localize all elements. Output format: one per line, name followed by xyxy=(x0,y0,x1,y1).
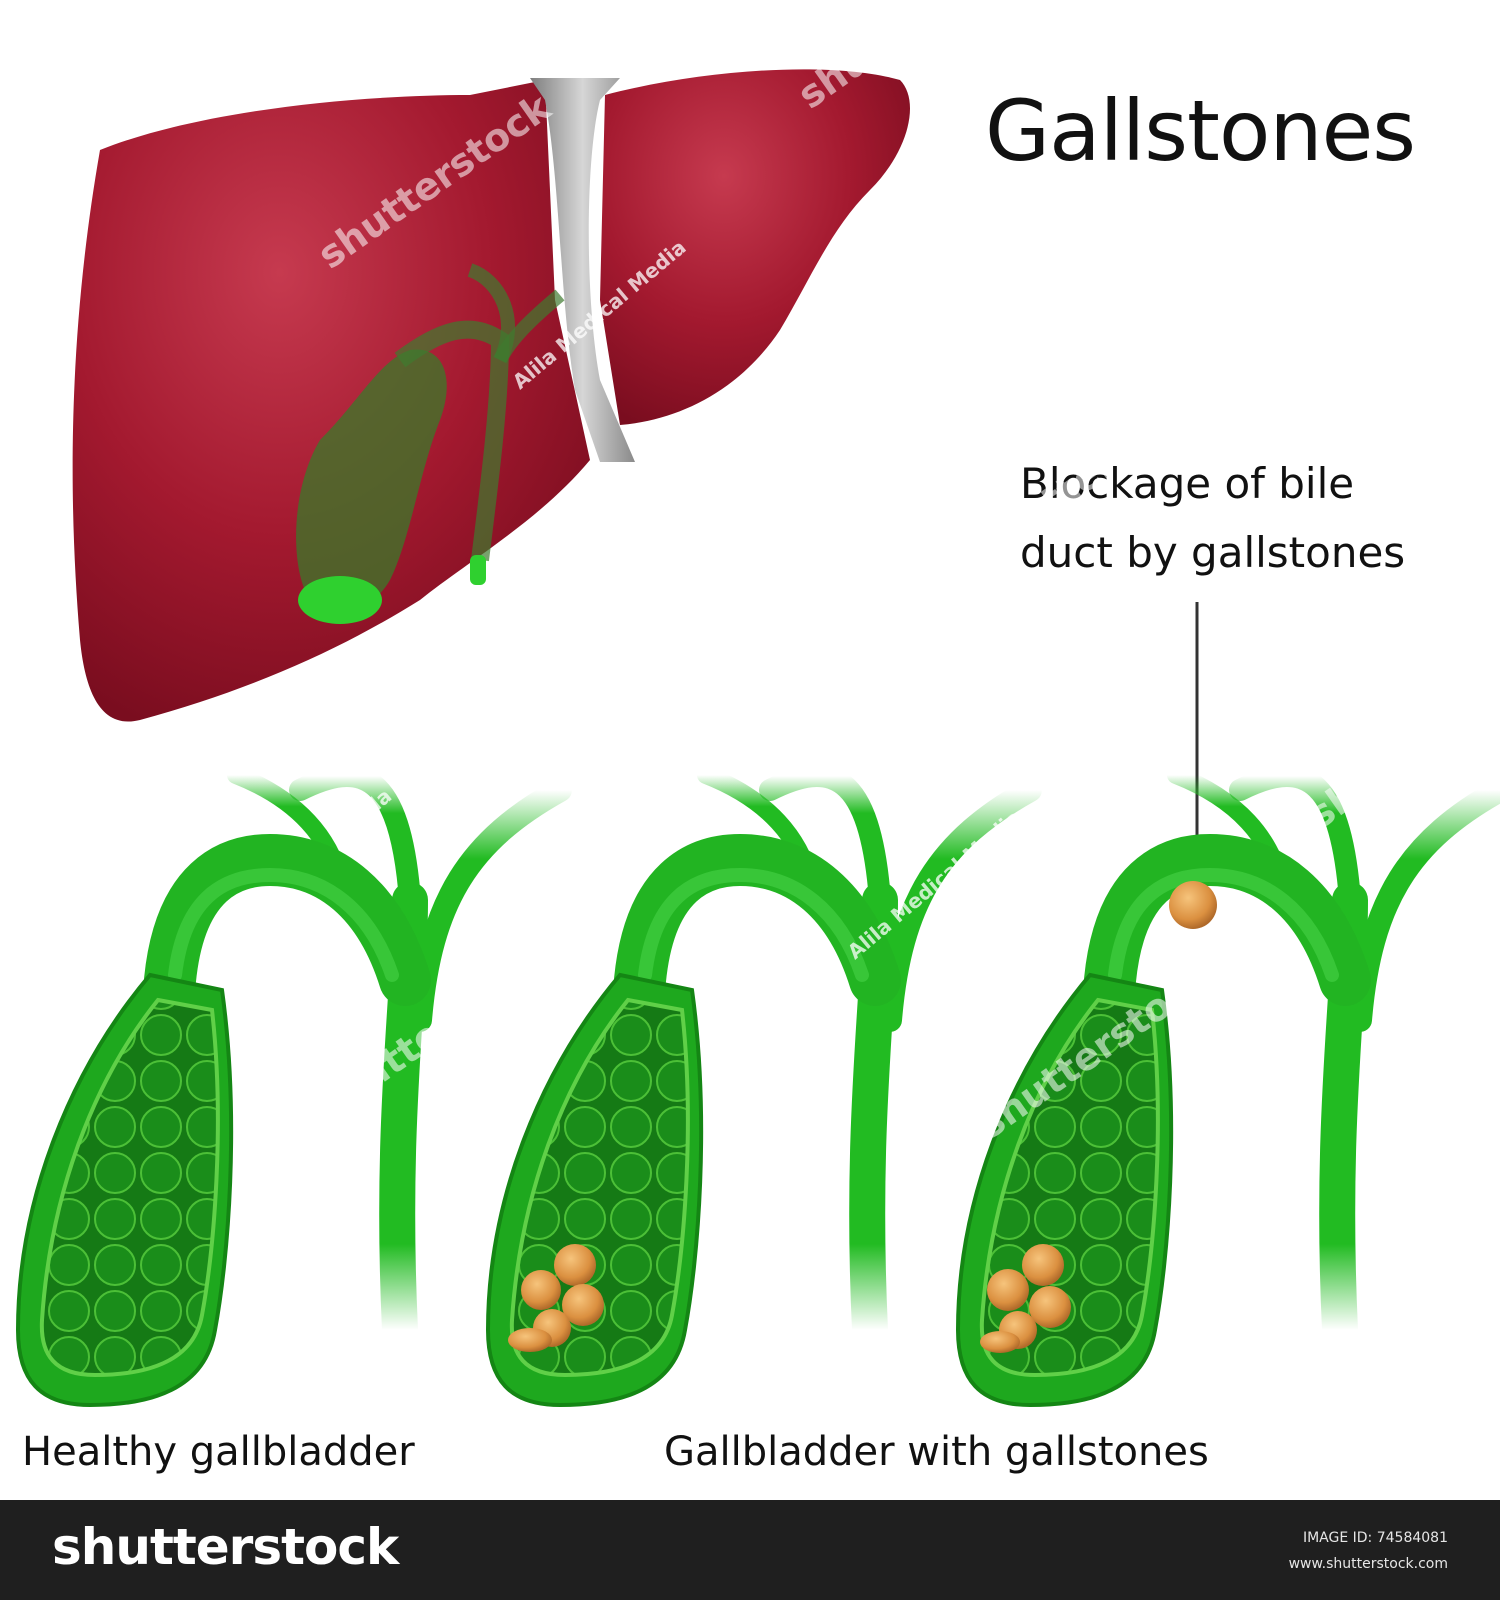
gallstone-icon xyxy=(521,1270,561,1310)
blockage-callout: Blockage of bile duct by gallstones xyxy=(1020,459,1405,868)
gallstone-icon xyxy=(554,1244,596,1286)
healthy-gallbladder-illustration xyxy=(18,775,560,1405)
shutterstock-logo[interactable]: shutterstock xyxy=(52,1518,399,1576)
gallstone-cluster xyxy=(980,1244,1071,1353)
gallbladder-with-blockage-illustration xyxy=(958,775,1500,1405)
liver-illustration xyxy=(72,69,910,722)
gallstone-cluster xyxy=(508,1244,604,1352)
footer-bar: shutterstock IMAGE ID: 74584081 www.shut… xyxy=(0,1500,1500,1600)
diagram-title: Gallstones xyxy=(985,82,1415,180)
gallstone-icon xyxy=(1022,1244,1064,1286)
gallstone-icon xyxy=(987,1269,1029,1311)
credit-watermark: Alila Medical Media xyxy=(343,675,526,834)
gallbladder-with-stones-illustration xyxy=(488,775,1030,1405)
callout-line-2: duct by gallstones xyxy=(1020,528,1405,577)
gallstone-icon xyxy=(562,1284,604,1326)
healthy-gallbladder-label: Healthy gallbladder xyxy=(22,1429,415,1475)
callout-line-1: Blockage of bile xyxy=(1020,459,1354,508)
gallstone-icon xyxy=(980,1331,1020,1353)
site-url-link[interactable]: www.shutterstock.com xyxy=(1288,1556,1448,1572)
gallstone-icon xyxy=(1029,1286,1071,1328)
gallstone-icon xyxy=(508,1328,552,1352)
gallstones-diagram: Gallstones Blockage of bile duct by gall… xyxy=(0,69,1500,1475)
gallbladder-with-gallstones-label: Gallbladder with gallstones xyxy=(664,1429,1209,1475)
image-id-text: IMAGE ID: 74584081 xyxy=(1302,1530,1448,1546)
blocking-gallstone-icon xyxy=(1169,881,1217,929)
